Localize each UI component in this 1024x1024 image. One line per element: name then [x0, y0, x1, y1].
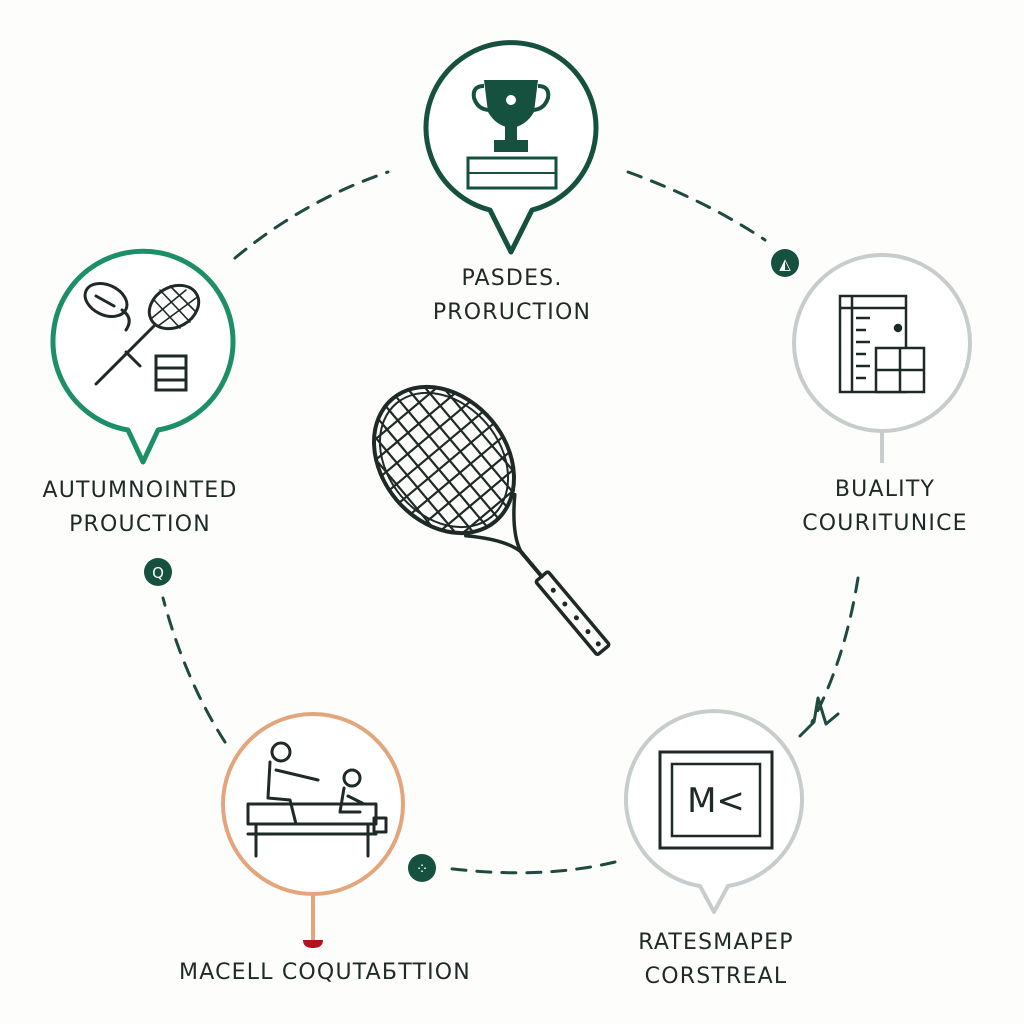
monitor-icon: M<	[658, 750, 774, 850]
spreadsheet-icon	[838, 294, 926, 394]
node-top	[423, 40, 599, 255]
node-top-label-line2: PRORUCTION	[432, 300, 592, 325]
node-right-label-line2: COURITUNICE	[802, 511, 968, 536]
connector-bottomright-bottomleft	[443, 860, 617, 875]
node-right-label: BUALITY COURITUNICE	[780, 473, 990, 541]
connector-top-right	[626, 170, 767, 242]
workers-icon	[246, 741, 388, 858]
node-bottom-left-label: MACELL COQUTAБTTION	[160, 956, 490, 990]
arrowhead-icon	[798, 696, 840, 738]
connector-right-bottomright	[810, 576, 860, 724]
node-bottom-right: M<	[624, 709, 804, 914]
node-left-label-line1: AUTUMNOINTED	[42, 478, 238, 503]
svg-text:◭: ◭	[779, 255, 791, 273]
node-bottom-right-label-line2: CORSTREAL	[644, 964, 788, 989]
node-top-label-line1: PASDES.	[461, 266, 563, 291]
svg-text:⁘: ⁘	[416, 860, 429, 878]
node-right-label-line1: BUALITY	[834, 477, 936, 502]
node-bottom-left	[221, 712, 405, 948]
node-bottom-left-label-line1: MACELL COQUTAБTTION	[179, 960, 471, 985]
connector-left-top	[233, 170, 390, 260]
tennis-racket-icon	[351, 368, 611, 657]
node-top-label: PASDES. PRORUCTION	[392, 262, 632, 330]
marker-left: Q	[144, 558, 172, 586]
node-left-label-line2: PROUCTION	[69, 512, 211, 537]
node-left	[50, 248, 236, 465]
trophy-icon	[466, 80, 558, 190]
node-left-label: AUTUMNOINTED PROUCTION	[20, 474, 260, 542]
connector-bottomleft-left	[161, 596, 227, 744]
marker-bottom: ⁘	[408, 854, 436, 882]
node-bottom-right-label: RATESMAPEP CORSTREAL	[606, 926, 826, 994]
node-bottom-right-label-line1: RATESMAPEP	[638, 930, 794, 955]
marker-right: ◭	[771, 249, 799, 277]
svg-text:Q: Q	[152, 564, 164, 582]
svg-text:M<: M<	[687, 781, 745, 821]
node-right	[792, 253, 972, 463]
racket-tools-icon	[83, 282, 201, 392]
